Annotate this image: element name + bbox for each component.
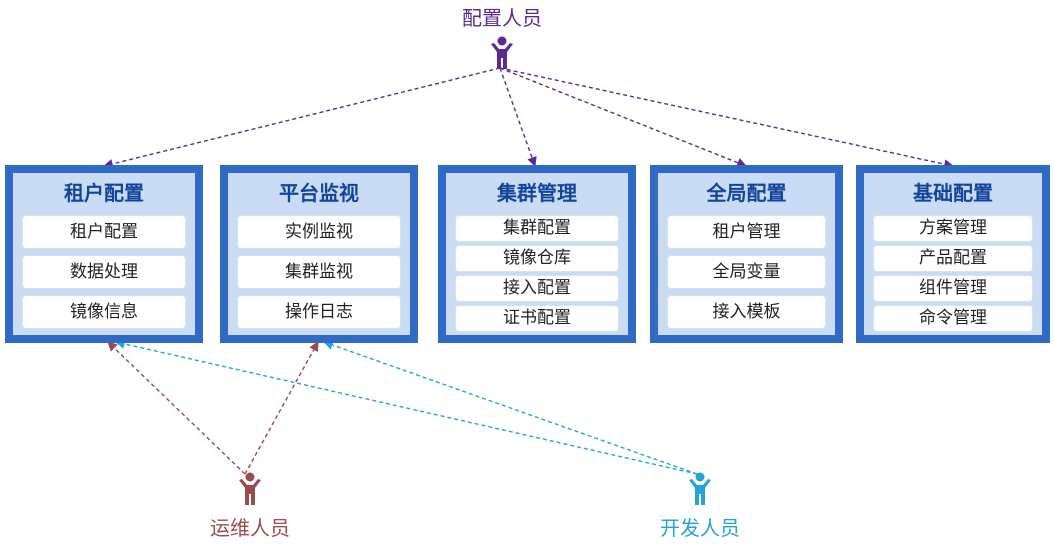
module-title: 基础配置 — [913, 181, 993, 205]
module-item-instance-monitor[interactable]: 实例监视 — [238, 216, 400, 248]
module-platform-monitor: 平台监视 实例监视 集群监视 操作日志 — [220, 165, 418, 343]
actor-label-configurator: 配置人员 — [462, 6, 542, 30]
connector-arrow-dev-to-platform-monitor — [323, 340, 698, 475]
module-item-tenant-mgmt[interactable]: 租户管理 — [668, 216, 825, 248]
actor-label-dev: 开发人员 — [660, 516, 740, 540]
connector-arrow-ops-to-platform-monitor — [244, 341, 319, 475]
module-item-cluster-config[interactable]: 集群配置 — [456, 216, 618, 241]
actor-label-ops: 运维人员 — [210, 516, 290, 540]
module-item-access-template[interactable]: 接入模板 — [668, 296, 825, 328]
module-item-operation-log[interactable]: 操作日志 — [238, 296, 400, 328]
module-item-image-registry[interactable]: 镜像仓库 — [456, 246, 618, 271]
actor-configurator: 配置人员 — [452, 0, 552, 75]
module-item-global-vars[interactable]: 全局变量 — [668, 256, 825, 288]
module-cluster-mgmt: 集群管理 集群配置 镜像仓库 接入配置 证书配置 — [438, 165, 636, 343]
module-title: 平台监视 — [279, 181, 359, 205]
connector-arrow-configurator-to-cluster-mgmt — [499, 67, 537, 167]
module-item-tenant-config[interactable]: 租户配置 — [23, 216, 185, 248]
person-icon — [239, 472, 261, 505]
actor-ops: 运维人员 — [195, 470, 305, 545]
module-title: 集群管理 — [497, 181, 577, 205]
module-base-config: 基础配置 方案管理 产品配置 组件管理 命令管理 — [856, 165, 1050, 343]
module-global-config: 全局配置 租户管理 全局变量 接入模板 — [650, 165, 843, 343]
module-item-image-info[interactable]: 镜像信息 — [23, 296, 185, 328]
connector-arrow-dev-to-tenant-config — [115, 339, 698, 475]
connector-arrow-configurator-to-base-config — [499, 67, 954, 169]
module-item-cluster-monitor[interactable]: 集群监视 — [238, 256, 400, 288]
module-item-component-mgmt[interactable]: 组件管理 — [874, 276, 1032, 301]
module-item-cert-config[interactable]: 证书配置 — [456, 306, 618, 331]
module-title: 全局配置 — [706, 181, 787, 205]
module-title: 租户配置 — [64, 181, 144, 205]
module-item-product-config[interactable]: 产品配置 — [874, 246, 1032, 271]
person-icon — [689, 472, 711, 505]
actor-dev: 开发人员 — [645, 470, 755, 545]
module-item-scheme-mgmt[interactable]: 方案管理 — [874, 216, 1032, 241]
module-item-access-config[interactable]: 接入配置 — [456, 276, 618, 301]
connector-arrow-ops-to-tenant-config — [107, 341, 246, 475]
module-item-data-processing[interactable]: 数据处理 — [23, 256, 185, 288]
connector-arrow-configurator-to-global-config — [499, 67, 747, 168]
person-icon — [491, 36, 513, 69]
connector-arrow-configurator-to-tenant-config — [103, 67, 501, 169]
module-tenant-config: 租户配置 租户配置 数据处理 镜像信息 — [5, 165, 203, 343]
module-item-command-mgmt[interactable]: 命令管理 — [874, 306, 1032, 331]
